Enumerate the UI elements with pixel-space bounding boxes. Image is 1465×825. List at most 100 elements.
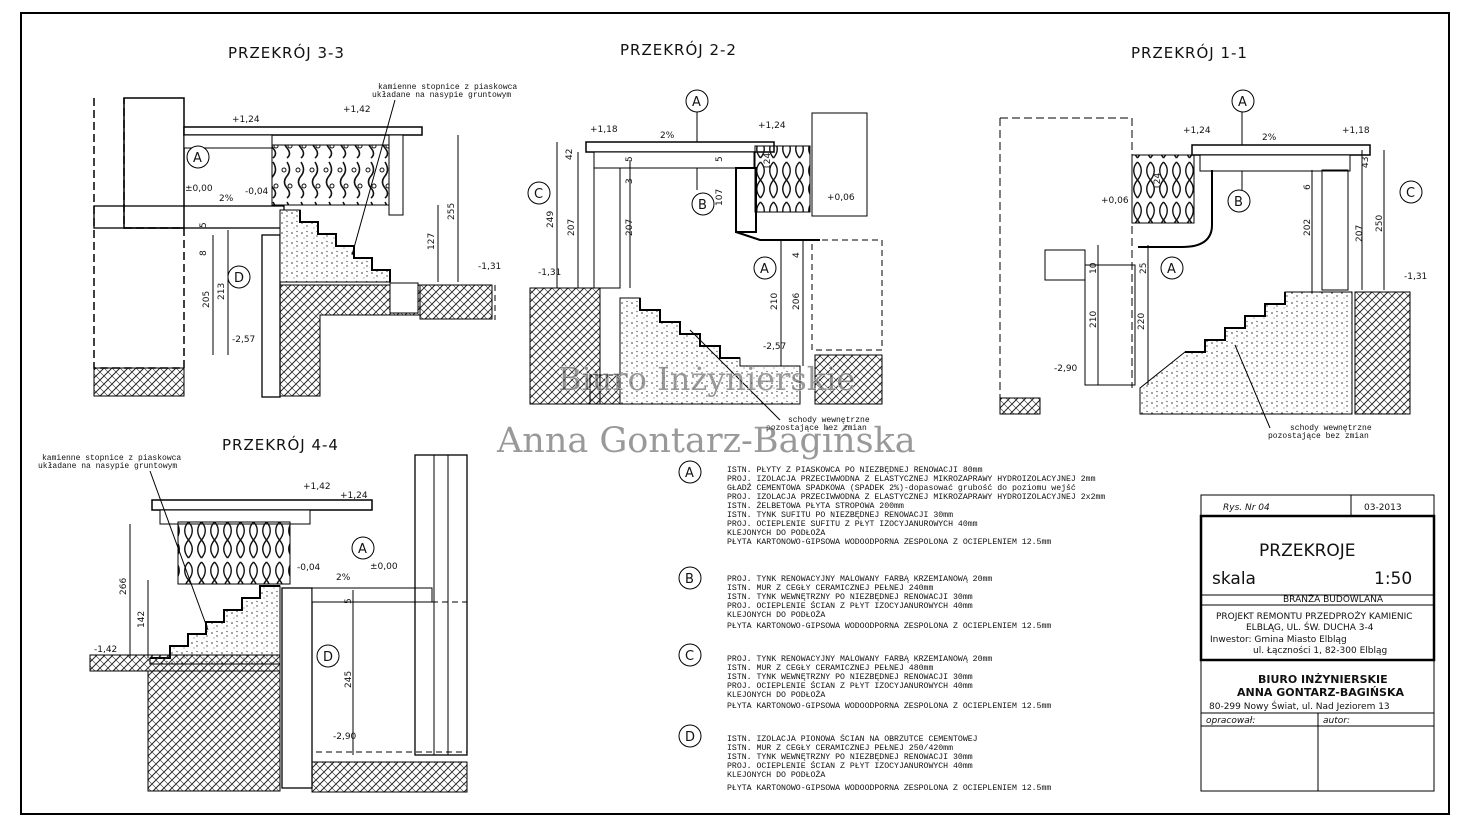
section-4-4: PRZEKRÓJ 4-4 266 142 5 245 +1,42 +1,24 -…	[38, 435, 468, 793]
level-mark: +1,24	[1183, 126, 1211, 136]
level-mark: ±0,00	[370, 562, 398, 572]
dim-label: 5	[715, 156, 725, 162]
legend-marker: A	[685, 466, 694, 481]
level-mark: -1,31	[538, 268, 561, 278]
dim-label: 127	[427, 233, 437, 250]
level-mark: -2,57	[232, 335, 255, 345]
legend-line: ISTN. TYNK WEWNĘTRZNY PO NIEZBĘDNEJ RENO…	[727, 753, 973, 762]
dim-label: 207	[625, 219, 635, 236]
dim-label: 220	[1137, 313, 1147, 330]
section-title: PRZEKRÓJ 3-3	[228, 43, 345, 62]
dim-label: 43	[1361, 157, 1371, 168]
drawing-date: 03-2013	[1364, 503, 1402, 513]
dim-label: 206	[792, 293, 802, 310]
drawing-number: Rys. Nr 04	[1223, 503, 1270, 513]
dim-label: 25	[1139, 263, 1149, 274]
legend-line: PROJ. OCIEPLENIE ŚCIAN Z PŁYT IZOCYJANUR…	[727, 680, 973, 691]
dim-label: 255	[447, 203, 457, 220]
level-mark: +1,24	[340, 491, 368, 501]
watermark-line-1: Biuro Inżynierskie	[558, 360, 855, 398]
section-title: PRZEKRÓJ 2-2	[620, 40, 737, 59]
level-mark: -2,57	[763, 342, 786, 352]
level-mark: -2,90	[1054, 364, 1078, 374]
level-mark: +1,42	[303, 482, 331, 492]
legend-marker: C	[685, 649, 694, 664]
dim-label: 142	[137, 611, 147, 628]
legend-line: PROJ. OCIEPLENIE ŚCIAN Z PŁYT IZOCYJANUR…	[727, 760, 973, 771]
level-mark: ±0,00	[185, 184, 213, 194]
level-mark: +1,18	[590, 125, 618, 135]
note-line: pozostające bez zmian	[1268, 432, 1369, 441]
dim-label: 210	[1089, 311, 1099, 328]
legend-line: PROJ. OCIEPLENIE SUFITU Z PŁYT IZOCYJANU…	[727, 520, 978, 529]
watermark-line-2: Anna Gontarz-Bagińska	[496, 421, 916, 461]
dim-label: 207	[1355, 225, 1365, 242]
section-marker: A	[1238, 95, 1247, 110]
section-2-2: PRZEKRÓJ 2-2 42 249 207 207 5 3 5 107 12…	[527, 40, 883, 433]
section-1-1: PRZEKRÓJ 1-1 43 207 250 202 6 124 25 10 …	[999, 43, 1427, 441]
legend-line: KLEJONYCH DO PODŁOŻA	[727, 769, 825, 780]
section-marker: A	[358, 542, 367, 557]
section-marker: B	[698, 198, 707, 213]
note-line: schody wewnętrzne	[1290, 424, 1372, 433]
section-marker: D	[323, 650, 333, 665]
title-block: Rys. Nr 04 03-2013 PRZEKROJE skala 1:50 …	[1199, 494, 1436, 792]
dim-label: 8	[199, 250, 209, 256]
level-mark: +1,18	[1342, 126, 1370, 136]
legend-group-d: D ISTN. IZOLACJA PIONOWA ŚCIAN NA OBRZUT…	[678, 724, 1051, 793]
legend-line: ISTN. ŻELBETOWA PŁYTA STROPOWA 200mm	[727, 500, 904, 511]
dim-label: 5	[199, 222, 209, 228]
legend-line: PROJ. IZOLACJA PRZECIWWODNA Z ELASTYCZNE…	[727, 493, 1105, 502]
dim-label: 124	[763, 153, 773, 170]
legend-line: PŁYTA KARTONOWO-GIPSOWA WODOODPORNA ZESP…	[727, 538, 1051, 547]
legend-line: PROJ. IZOLACJA PRZECIWWODNA Z ELASTYCZNE…	[727, 475, 1096, 484]
note-line: układane na nasypie gruntowym	[372, 91, 511, 100]
legend-line: ISTN. TYNK SUFITU PO NIEZBĘDNEJ RENOWACJ…	[727, 511, 953, 520]
project-line-1: PROJEKT REMONTU PRZEDPROŻY KAMIENIC	[1216, 611, 1413, 622]
drawing-title: PRZEKROJE	[1259, 541, 1356, 561]
company-address: 80-299 Nowy Świat, ul. Nad Jeziorem 13	[1209, 700, 1390, 712]
dim-label: 250	[1375, 215, 1385, 232]
level-mark: -2,90	[333, 732, 357, 742]
dim-label: 5	[344, 598, 354, 604]
legend-group-a: A ISTN. PŁYTY Z PIASKOWCA PO NIEZBĘDNEJ …	[678, 460, 1105, 547]
company-name-1: BIURO INŻYNIERSKIE	[1258, 672, 1388, 686]
section-marker: A	[760, 262, 769, 277]
dim-label: 6	[1303, 184, 1313, 190]
dim-label: 42	[565, 149, 575, 160]
project-line-2: ELBLĄG, UL. ŚW. DUCHA 3-4	[1246, 621, 1374, 633]
section-marker: A	[193, 151, 202, 166]
section-marker: C	[534, 187, 543, 202]
section-marker: A	[692, 95, 701, 110]
dim-label: 249	[546, 211, 556, 228]
dim-label: 205	[202, 291, 212, 308]
legend-line: ISTN. TYNK WEWNĘTRZNY PO NIEZBĘDNEJ RENO…	[727, 673, 973, 682]
note-line: pozostające bez zmian	[766, 424, 867, 433]
scale-label: skala	[1212, 569, 1256, 589]
section-marker: A	[1167, 262, 1176, 277]
legend-line: PROJ. OCIEPLENIE ŚCIAN Z PŁYT IZOCYJANUR…	[727, 600, 973, 611]
company-name-2: ANNA GONTARZ-BAGIŃSKA	[1237, 686, 1405, 699]
level-mark: -0,04	[245, 187, 269, 197]
legend-line: ISTN. PŁYTY Z PIASKOWCA PO NIEZBĘDNEJ RE…	[727, 466, 983, 475]
legend-group-b: B PROJ. TYNK RENOWACYJNY MALOWANY FARBĄ …	[678, 566, 1051, 631]
section-3-3: PRZEKRÓJ 3-3 255 127 5 8 213 205 +1,24 +…	[93, 43, 517, 398]
materials-legend: A ISTN. PŁYTY Z PIASKOWCA PO NIEZBĘDNEJ …	[678, 460, 1105, 793]
legend-group-c: C PROJ. TYNK RENOWACYJNY MALOWANY FARBĄ …	[678, 643, 1051, 711]
legend-line: ISTN. MUR Z CEGŁY CERAMICZNEJ PEŁNEJ 480…	[727, 664, 933, 673]
section-marker: C	[1406, 186, 1415, 201]
dim-label: 213	[217, 283, 227, 300]
level-mark: +0,06	[827, 193, 855, 203]
dim-label: 124	[1153, 173, 1163, 190]
legend-line: PŁYTA KARTONOWO-GIPSOWA WODOODPORNA ZESP…	[727, 784, 1051, 793]
legend-line: PROJ. TYNK RENOWACYJNY MALOWANY FARBĄ KR…	[727, 655, 992, 664]
investor-line-1: Inwestor: Gmina Miasto Elbląg	[1210, 635, 1347, 645]
legend-line: KLEJONYCH DO PODŁOŻA	[727, 527, 825, 538]
level-mark: -1,31	[478, 262, 501, 272]
section-title: PRZEKRÓJ 1-1	[1131, 43, 1248, 62]
legend-marker: D	[685, 730, 695, 745]
level-mark: -1,31	[1404, 272, 1427, 282]
slope-label: 2%	[336, 573, 351, 583]
dim-label: 4	[792, 252, 802, 258]
